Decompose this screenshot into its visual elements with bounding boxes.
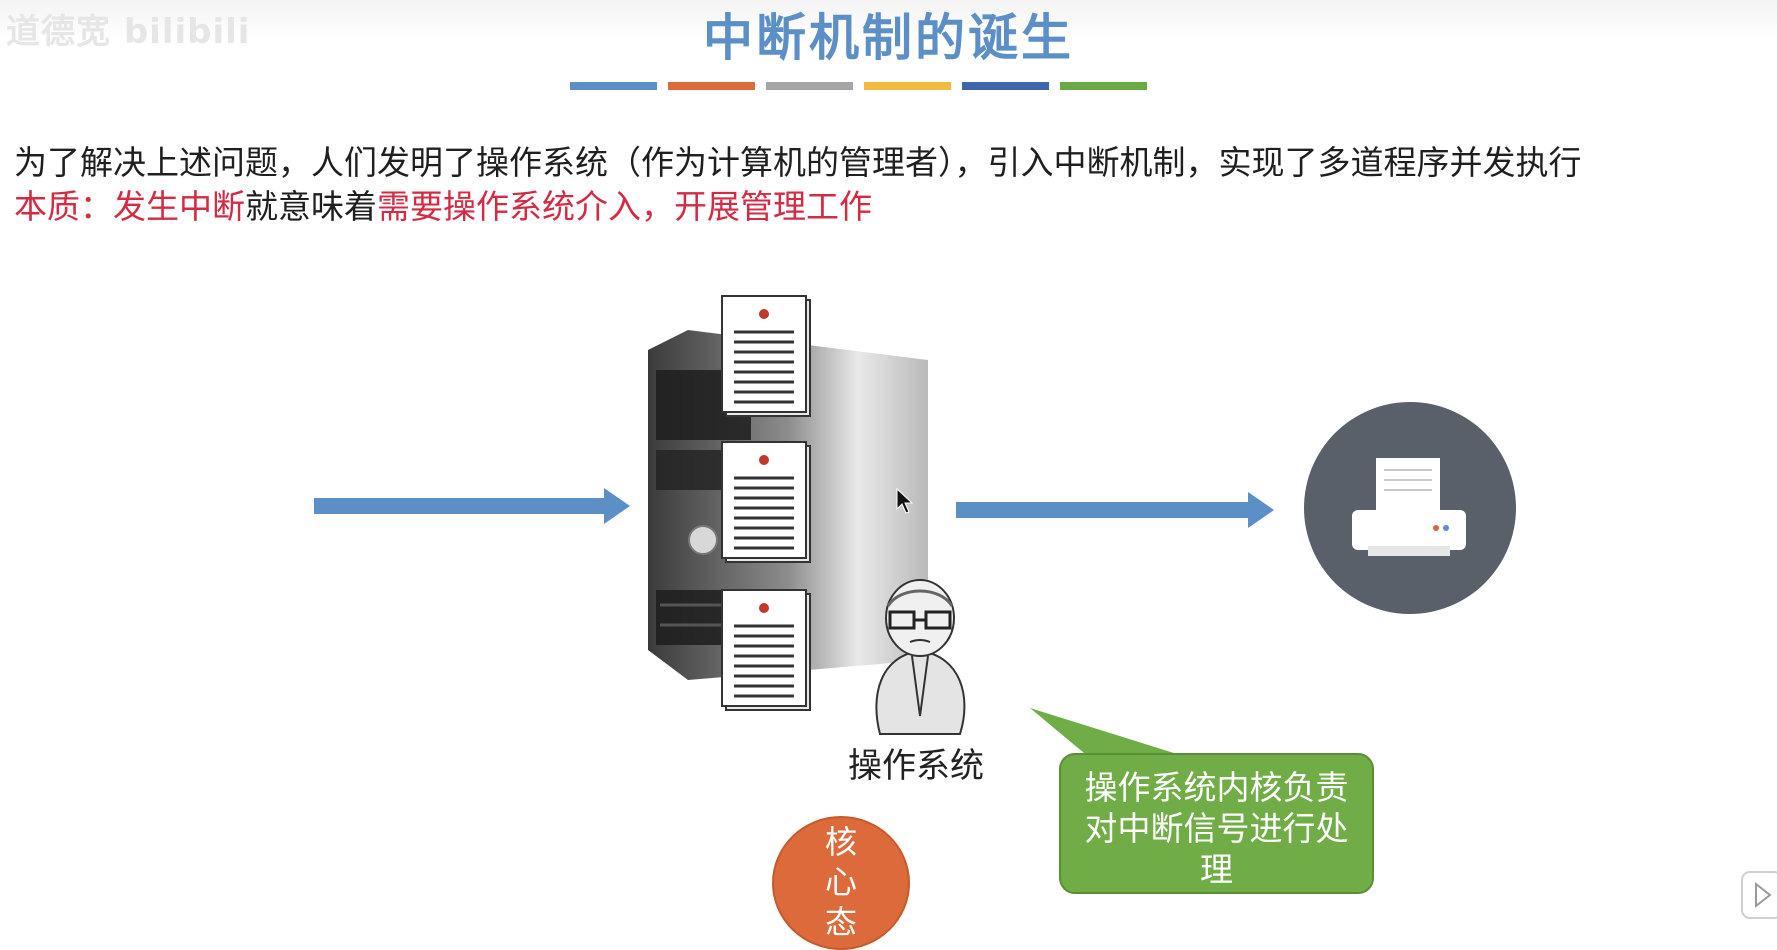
essence-label: 本质：发生中断 xyxy=(14,187,245,226)
title-decoration-bars xyxy=(570,82,1147,90)
title-bar-blue xyxy=(570,82,657,90)
title-bar-gray xyxy=(766,82,853,90)
program-document-icon xyxy=(721,441,811,563)
printer-icon xyxy=(1304,402,1516,614)
title-bar-yellow xyxy=(864,82,951,90)
video-play-icon[interactable] xyxy=(1740,870,1777,920)
output-arrow-icon xyxy=(956,492,1274,528)
title-bar-orange xyxy=(668,82,755,90)
callout-pointer xyxy=(1030,708,1190,758)
kernel-mode-badge: 核 心 态 xyxy=(772,816,910,950)
kernel-mode-char: 态 xyxy=(824,903,857,941)
title-bar-green xyxy=(1060,82,1147,90)
program-document-icon xyxy=(721,295,811,417)
essence-text-line: 本质：发生中断就意味着需要操作系统介入，开展管理工作 xyxy=(14,180,872,228)
intro-text-line: 为了解决上述问题，人们发明了操作系统（作为计算机的管理者），引入中断机制，实现了… xyxy=(14,143,1582,182)
os-label: 操作系统 xyxy=(848,746,984,786)
kernel-mode-char: 核 xyxy=(824,823,857,861)
title-bar-darkblue xyxy=(962,82,1049,90)
mouse-cursor-icon xyxy=(896,488,914,514)
os-person-icon xyxy=(875,579,966,735)
watermark: 道德宽 bilibili xyxy=(6,12,251,52)
essence-connector: 就意味着 xyxy=(245,187,377,226)
kernel-callout-box: 操作系统内核负责对中断信号进行处理 xyxy=(1059,753,1374,894)
program-document-icon xyxy=(721,589,811,711)
kernel-mode-char: 心 xyxy=(824,863,857,901)
essence-highlight: 需要操作系统介入，开展管理工作 xyxy=(377,187,872,226)
input-arrow-icon xyxy=(314,488,630,524)
slide-title: 中断机制的诞生 xyxy=(703,9,1074,67)
